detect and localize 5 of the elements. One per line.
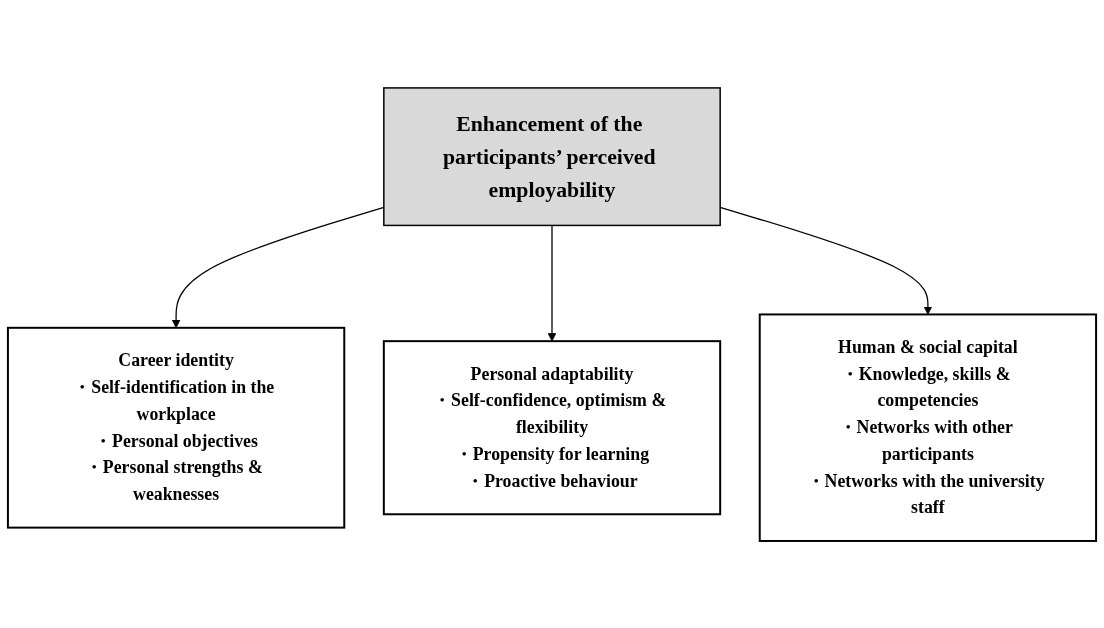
node-box: Career identity ・Self-identification in the workplace ・Personal objectives ・Personal strengths & weaknesses [6, 326, 346, 529]
node-box: Enhancement of the participants’ perceived employability [383, 86, 721, 226]
node-box: Personal adaptability ・Self-confidence, optimism & flexibility ・Propensity for learning ・Proactive behaviour [382, 339, 722, 515]
arrow [547, 224, 557, 342]
node-box: Human & social capital ・Knowledge, skills & competencies ・Networks with other participants ・Networks with the university staff [758, 313, 1098, 542]
